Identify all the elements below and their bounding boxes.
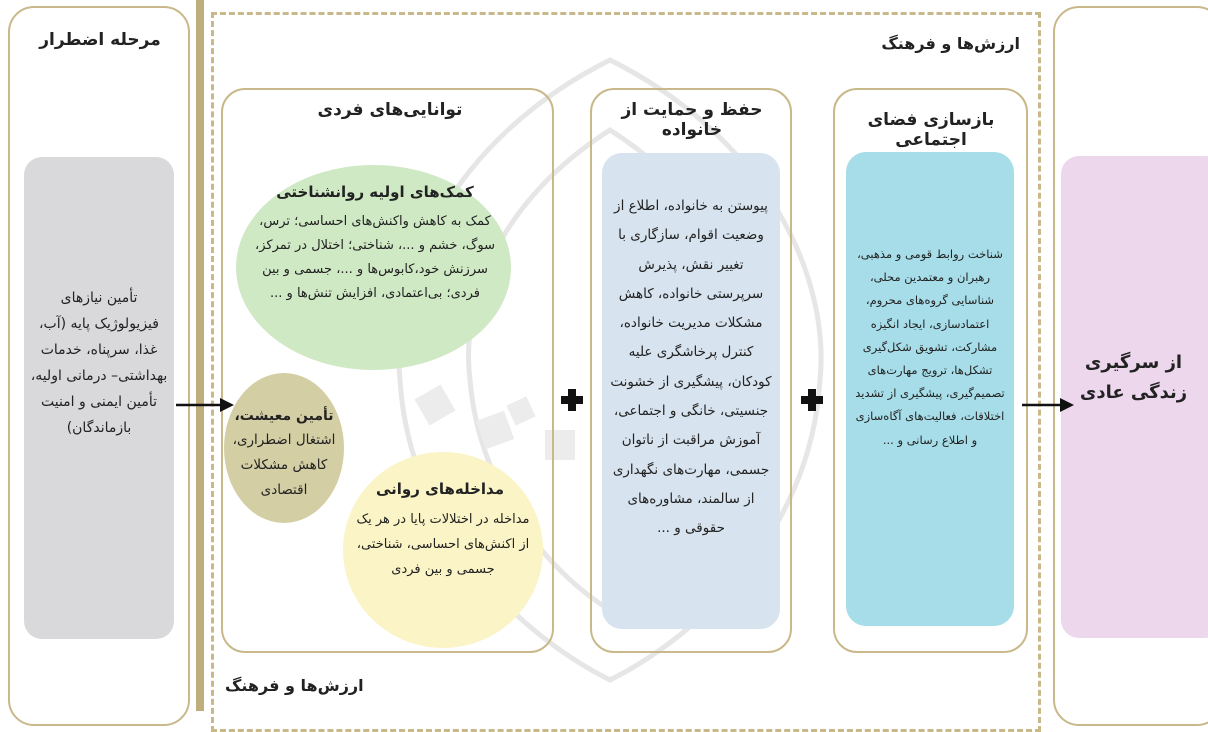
- values-culture-label-top: ارزش‌ها و فرهنگ: [881, 34, 1020, 53]
- social-rebuilding-panel: [833, 88, 1028, 653]
- psychological-first-aid-title: کمک‌های اولیه روانشناختی: [276, 183, 474, 201]
- social-rebuilding-title: بازسازی فضای اجتماعی: [867, 110, 995, 150]
- arrow-right-icon: [176, 398, 234, 412]
- emergency-phase-title: مرحله اضطرار: [39, 30, 161, 50]
- normal-life-text: از سرگیری زندگی عادی: [1079, 352, 1188, 403]
- psychological-first-aid-text: کمک به کاهش واکنش‌های احساسی؛ ترس، سوگ، …: [255, 214, 495, 301]
- social-rebuilding-text: شناخت روابط قومی و مذهبی، رهبران و معتمد…: [855, 247, 1005, 447]
- values-culture-label-bottom: ارزش‌ها و فرهنگ: [225, 676, 364, 695]
- family-support-panel: [590, 88, 792, 653]
- livelihood-circle: [224, 373, 344, 523]
- normal-life-box: [1061, 156, 1208, 638]
- plus-icon: [801, 389, 823, 411]
- mental-interventions-circle: [343, 452, 543, 648]
- social-rebuilding-box: [846, 152, 1014, 626]
- mental-interventions-text: مداخله در اختلالات پایا در هر یک از اکنش…: [356, 512, 530, 577]
- plus-icon: [561, 389, 583, 411]
- livelihood-title: تأمین معیشت،: [234, 408, 334, 424]
- emergency-needs-box: [24, 157, 174, 639]
- individual-abilities-panel: [221, 88, 554, 653]
- individual-abilities-title: توانایی‌های فردی: [317, 100, 463, 120]
- family-support-text: پیوستن به خانواده، اطلاع از وضعیت اقوام،…: [610, 198, 772, 537]
- family-support-box: [602, 153, 780, 629]
- mental-interventions-title: مداخله‌های روانی: [375, 480, 505, 498]
- psychological-first-aid-circle: [236, 165, 511, 370]
- livelihood-text: اشتغال اضطراری، کاهش مشکلات اقتصادی: [232, 432, 336, 498]
- emergency-needs-text: تأمین نیازهای فیزیولوژیک پایه (آب، غذا، …: [30, 290, 168, 436]
- phase-divider-bar: [196, 0, 204, 711]
- family-support-title: حفظ و حمایت از خانواده: [621, 100, 763, 140]
- arrow-right-icon: [1022, 398, 1074, 412]
